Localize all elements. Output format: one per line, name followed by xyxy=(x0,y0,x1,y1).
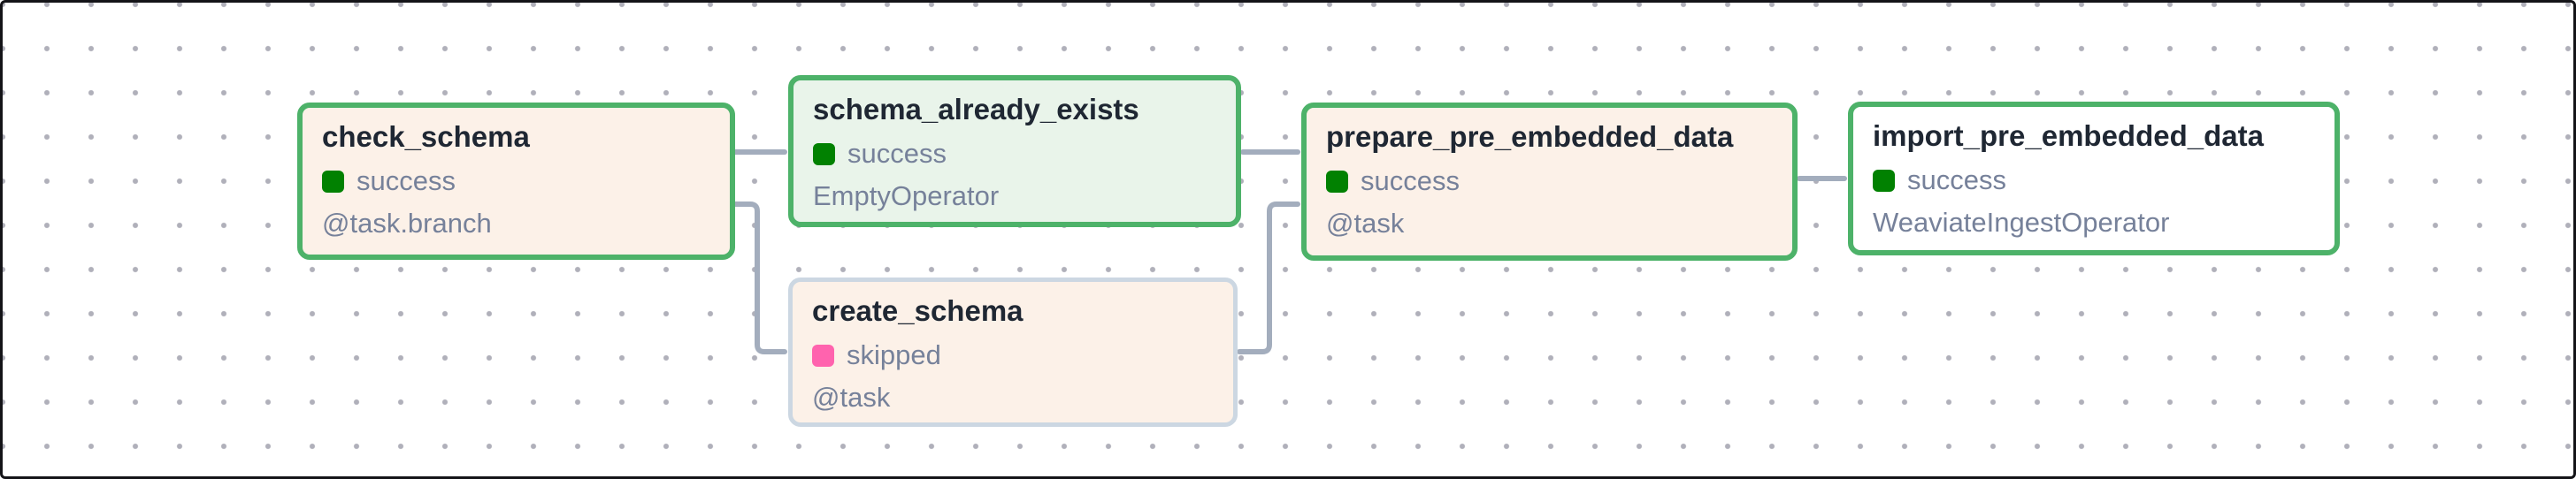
task-status-row: success xyxy=(1873,163,2315,198)
task-status-swatch xyxy=(1326,170,1348,193)
task-operator-label: @task xyxy=(1326,207,1405,239)
task-status-swatch xyxy=(322,170,344,193)
task-status-label: success xyxy=(1907,164,2006,196)
task-title: schema_already_exists xyxy=(813,93,1139,125)
edge-layer xyxy=(731,149,1847,354)
task-operator-label: WeaviateIngestOperator xyxy=(1873,206,2170,238)
task-status-label: success xyxy=(847,138,947,170)
task-title: prepare_pre_embedded_data xyxy=(1326,120,1734,153)
task-status-label: skipped xyxy=(847,339,941,371)
task-status-label: success xyxy=(356,165,456,197)
task-operator-label: @task xyxy=(812,381,891,413)
edge-create_schema-to-prepare_pre_embedded_data xyxy=(1237,201,1300,354)
task-title: create_schema xyxy=(812,294,1024,327)
task-status-swatch xyxy=(812,344,834,367)
task-status-swatch xyxy=(813,142,835,165)
task-node-prepare_pre_embedded_data[interactable]: prepare_pre_embedded_data success @task xyxy=(1301,103,1798,261)
task-status-row: success xyxy=(1326,163,1773,199)
task-title: check_schema xyxy=(322,120,530,153)
task-node-schema_already_exists[interactable]: schema_already_exists success EmptyOpera… xyxy=(788,75,1241,227)
task-operator-label: @task.branch xyxy=(322,207,492,239)
task-status-row: success xyxy=(813,136,1216,171)
task-status-label: success xyxy=(1361,165,1460,197)
task-status-row: success xyxy=(322,163,710,199)
task-node-import_pre_embedded_data[interactable]: import_pre_embedded_data success Weaviat… xyxy=(1848,102,2340,255)
task-title: import_pre_embedded_data xyxy=(1873,119,2264,152)
task-operator-label: EmptyOperator xyxy=(813,179,1000,211)
edge-check_schema-to-create_schema xyxy=(731,201,787,354)
task-status-swatch xyxy=(1873,169,1895,192)
task-node-check_schema[interactable]: check_schema success @task.branch xyxy=(297,103,735,260)
task-status-row: skipped xyxy=(812,338,1214,373)
task-node-create_schema[interactable]: create_schema skipped @task xyxy=(788,278,1238,427)
